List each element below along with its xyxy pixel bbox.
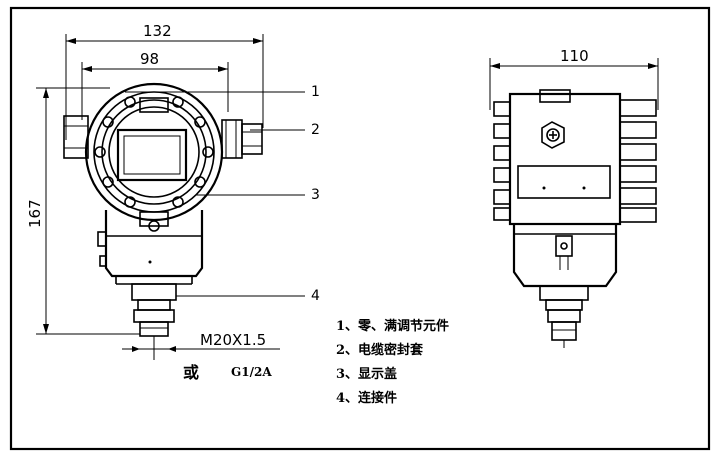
left-fins (493, 101, 511, 221)
side-display-panel (517, 165, 611, 199)
housing-bolts (94, 96, 214, 208)
dimension-overall-width: 132 (65, 22, 264, 140)
legend-item-3: 3、显示盖 (336, 366, 397, 382)
legend-item-4: 4、连接件 (336, 390, 397, 406)
right-fins (619, 99, 657, 223)
thread-or-label: 或 (183, 363, 199, 382)
callout-3: 3 (311, 187, 320, 203)
legend-item-2: 2、电缆密封套 (336, 342, 424, 358)
dim-label-110: 110 (560, 47, 589, 65)
dim-label-132: 132 (143, 22, 172, 40)
callout-1: 1 (311, 84, 320, 100)
dim-label-98: 98 (140, 50, 159, 68)
side-view: 110 (489, 47, 659, 348)
thread-metric-label: M20X1.5 (200, 331, 266, 349)
dimension-height: 167 (26, 87, 140, 335)
thread-pipe-label: G1/2A (231, 365, 272, 379)
display-window (116, 128, 188, 182)
left-cable-gland (63, 115, 89, 159)
drawing-frame (9, 6, 711, 451)
right-cable-gland (221, 119, 263, 159)
legend-item-1: 1、零、满调节元件 (336, 318, 449, 334)
dim-label-167: 167 (26, 199, 44, 228)
dimension-body-width: 98 (81, 50, 229, 120)
front-view: 132 98 167 (26, 22, 320, 382)
housing-outer-ring (84, 82, 224, 222)
parts-legend: 1、零、满调节元件 2、电缆密封套 3、显示盖 4、连接件 (336, 318, 449, 406)
callout-2: 2 (311, 122, 320, 138)
callout-4: 4 (311, 288, 320, 304)
process-connector (131, 283, 177, 360)
side-housing (508, 92, 622, 226)
